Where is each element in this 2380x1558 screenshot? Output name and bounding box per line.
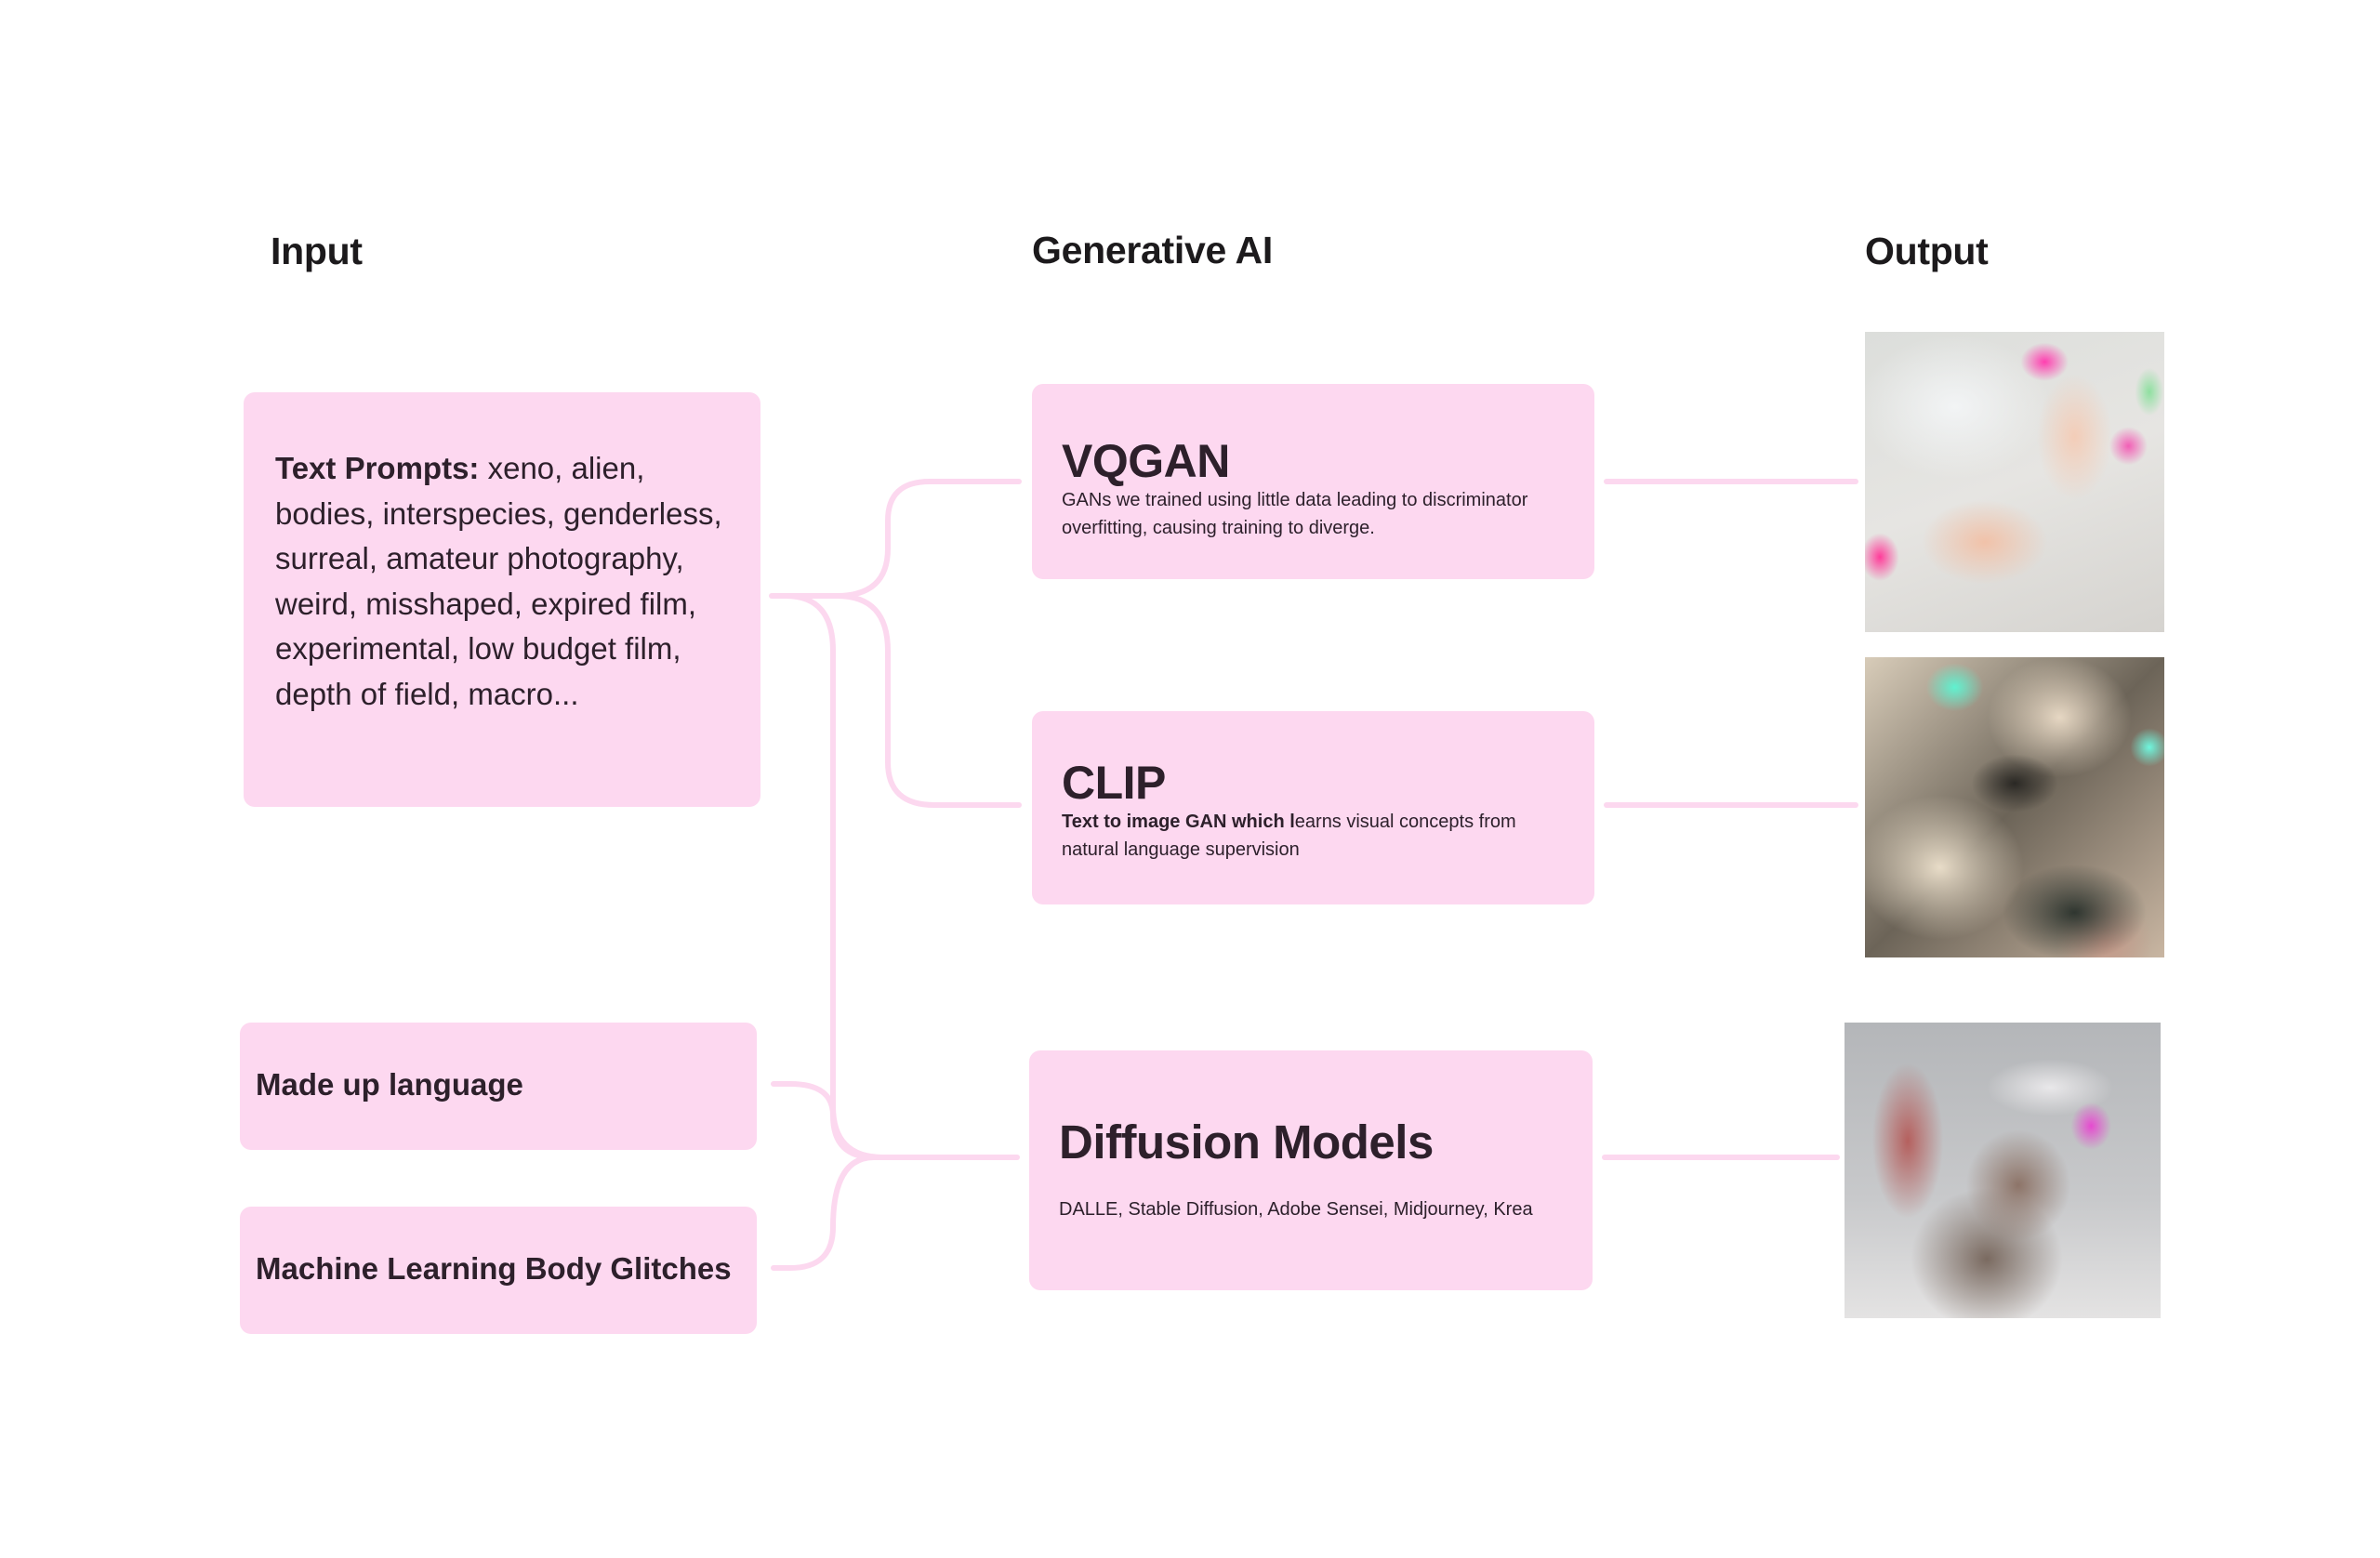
clip-description-rest: earns visual concepts from natural langu… (1062, 812, 1516, 860)
text-prompts-node[interactable]: Text Prompts: xeno, alien, bodies, inter… (244, 392, 760, 807)
connector-made-up-language (771, 1081, 877, 1160)
diffusion-models-node[interactable]: Diffusion Models DALLE, Stable Diffusion… (1029, 1050, 1593, 1290)
clip-title: CLIP (1062, 757, 1166, 809)
diffusion-description: DALLE, Stable Diffusion, Adobe Sensei, M… (1059, 1199, 1533, 1220)
connector-to-clip (834, 593, 1022, 808)
text-prompts-text: xeno, alien, bodies, interspecies, gende… (275, 451, 722, 711)
made-up-language-node[interactable]: Made up language (240, 1023, 757, 1150)
column-heading-generative-ai: Generative AI (1032, 229, 1273, 271)
clip-description: Text to image GAN which learns visual co… (1062, 808, 1564, 864)
body-glitches-label: Machine Learning Body Glitches (256, 1250, 732, 1286)
made-up-language-label: Made up language (256, 1066, 523, 1102)
clip-output-image (1865, 657, 2164, 957)
body-glitches-node[interactable]: Machine Learning Body Glitches (240, 1207, 757, 1334)
column-heading-output: Output (1865, 230, 1989, 272)
text-prompts-label: Text Prompts: (275, 451, 480, 485)
vqgan-node[interactable]: VQGAN GANs we trained using little data … (1032, 384, 1594, 579)
column-heading-input: Input (271, 230, 363, 272)
diffusion-output-image (1844, 1023, 2161, 1318)
connector-body-glitches (771, 1155, 877, 1271)
clip-node[interactable]: CLIP Text to image GAN which learns visu… (1032, 711, 1594, 904)
vqgan-title: VQGAN (1062, 435, 1230, 487)
clip-description-bold: Text to image GAN which l (1062, 812, 1295, 832)
connector-to-vqgan (834, 479, 1022, 599)
connector-prompts-to-diffusion (783, 593, 886, 1160)
vqgan-description: GANs we trained using little data leadin… (1062, 490, 1528, 538)
diffusion-title: Diffusion Models (1059, 1116, 1434, 1168)
vqgan-output-image (1865, 332, 2164, 632)
